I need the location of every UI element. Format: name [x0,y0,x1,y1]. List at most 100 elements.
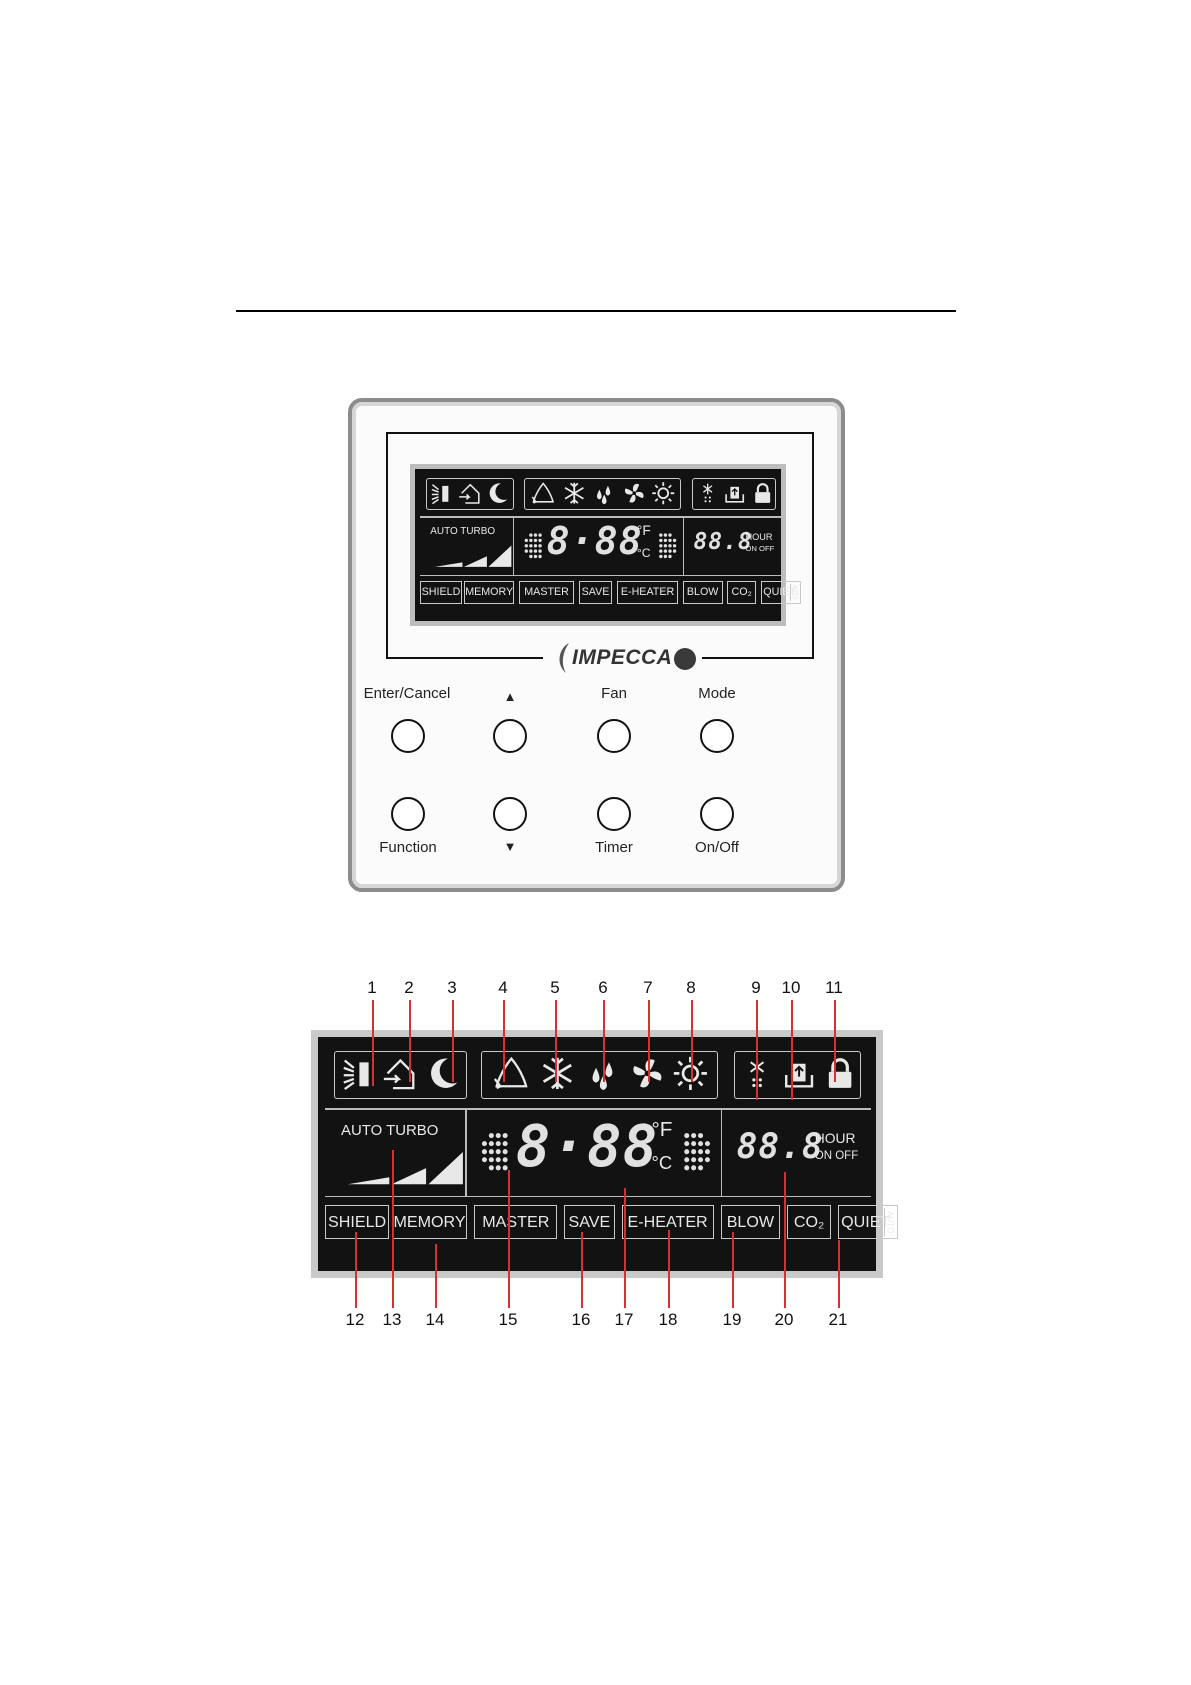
quiet-auto-label: AUTO [884,1207,895,1237]
tag-2: MASTER [519,580,575,604]
display-frame [386,432,814,658]
temperature-digits: 8·88 [515,1112,659,1180]
callout-11: 11 [825,978,843,997]
callout-12: 12 [345,1310,365,1329]
fan-label: Fan [601,685,627,702]
function-button[interactable] [391,797,425,831]
unit-celsius: °C [636,545,651,560]
lock-icon [824,1055,856,1092]
callout-18: 18 [658,1310,678,1329]
on-off-label: On/Off [695,839,739,856]
temperature-digits: 8·88 [546,519,643,565]
swing-icon [430,481,454,505]
timer-digits: 88.8 [736,1126,824,1167]
defrost-icon [697,481,718,505]
right-dot-wing [684,1133,711,1171]
callout-1: 1 [367,978,377,997]
unit-fahrenheit: °F [636,522,651,538]
callout-13: 13 [382,1310,402,1329]
hour-label: HOUR [814,1131,856,1147]
auto-icon [493,1055,530,1092]
tag-0: SHIELD [419,580,463,604]
on-off-indicator: ON OFF [745,543,775,553]
callout-15: 15 [498,1310,518,1329]
unit-celsius: °C [651,1152,673,1173]
mode-button[interactable] [700,719,734,753]
unit-fahrenheit: °F [651,1117,673,1141]
up-button[interactable] [493,719,527,753]
left-dot-wing [482,1133,508,1171]
icon-group-left [334,1050,468,1100]
icon-group-mode [523,478,682,511]
svg-text:z: z [499,491,503,500]
left-dot-wing [524,533,542,558]
right-dot-wing [658,533,676,558]
enter-cancel-label: Enter/Cancel [363,685,451,702]
callout-16: 16 [571,1310,591,1329]
tag-5: BLOW [720,1204,781,1240]
brand-name: IMPECCA [572,646,673,669]
fan-button[interactable] [597,719,631,753]
tag-3: SAVE [564,1204,615,1240]
swing-icon [341,1055,378,1092]
icon-group-right [691,478,777,511]
callout-2: 2 [404,978,414,997]
tag-0: SHIELD [324,1204,390,1240]
on-off-button[interactable] [700,797,734,831]
tag-5: BLOW [682,580,723,604]
auto-icon [531,481,555,505]
callout-9: 9 [751,978,761,997]
tag-3: SAVE [578,580,613,604]
brand-logo: IMPECCA [554,640,672,676]
callout-8: 8 [686,978,696,997]
callout-14: 14 [425,1310,445,1329]
tag-4: E-HEATER [616,580,679,604]
icon-group-mode [481,1050,719,1100]
tag-1: MEMORY [391,1204,468,1240]
callout-21: 21 [828,1310,848,1329]
dry-icon [592,481,616,505]
quiet-auto-label: AUTO [790,583,798,601]
callout-19: 19 [722,1310,742,1329]
swoosh-icon [559,643,569,673]
sleep-icon: z [485,481,509,505]
cool-icon [562,481,586,505]
heat-icon [651,481,675,505]
fan-icon [629,1055,666,1092]
timer-button[interactable] [597,797,631,831]
tag-4: E-HEATER [621,1204,714,1240]
speed-label: AUTO TURBO [341,1122,439,1140]
heat-icon [672,1055,709,1092]
up-arrow-label: ▲ [503,689,517,704]
fan-icon [622,481,646,505]
callout-10: 10 [781,978,801,997]
svg-text:z: z [444,1071,450,1084]
down-button[interactable] [493,797,527,831]
tag-6: CO₂ [727,580,757,604]
sleep-icon: z [424,1055,461,1092]
header-rule [236,310,956,312]
callout-20: 20 [774,1310,794,1329]
tag-1: MEMORY [463,580,515,604]
card-icon [724,481,745,505]
fan-speed-bars [434,545,512,567]
callout-17: 17 [614,1310,634,1329]
card-icon [783,1055,815,1092]
mode-label: Mode [698,685,736,702]
fan-speed-bars [347,1152,463,1185]
timer-digits: 88.8 [693,528,753,555]
sensor-dot [674,648,696,670]
callout-6: 6 [598,978,608,997]
timer-label: Timer [595,839,633,856]
tag-2: MASTER [474,1204,558,1240]
home-icon [458,481,482,505]
icon-group-left [425,478,515,511]
callout-5: 5 [550,978,560,997]
enter-cancel-button[interactable] [391,719,425,753]
home-icon [382,1055,419,1092]
tag-6: CO₂ [787,1204,831,1240]
